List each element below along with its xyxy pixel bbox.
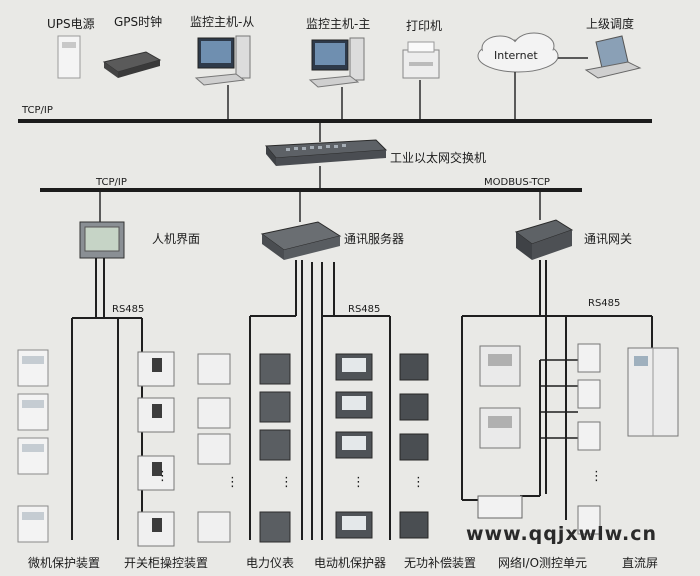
ethernet-switch-icon: [264, 139, 388, 166]
label-dispatch: 上级调度: [586, 17, 635, 31]
label-comm-gateway: 通讯网关: [584, 232, 633, 246]
power-meter-devices: [197, 353, 291, 543]
watermark-text: www.qqjxwlw.cn: [466, 523, 658, 545]
switchgear-devices: [137, 351, 175, 547]
network-io-unit-icon: [477, 495, 523, 519]
label-motor-protector: 电动机保护器: [314, 556, 387, 570]
label-rs485-left: RS485: [112, 304, 145, 315]
label-tcpip-top: TCP/IP: [22, 105, 53, 116]
laptop-icon: [584, 35, 642, 79]
breaker-devices: [479, 345, 521, 449]
label-power-meter: 电力仪表: [246, 556, 295, 570]
rs485-wiring: [71, 258, 653, 540]
gps-clock-icon: [102, 51, 162, 78]
label-monitor-master: 监控主机-主: [306, 17, 371, 31]
label-ethernet-switch: 工业以太网交换机: [390, 151, 487, 165]
label-network-io-unit: 网络I/O测控单元: [498, 556, 588, 570]
label-ups: UPS电源: [47, 17, 95, 31]
dc-screen-cabinet-icon: [627, 347, 679, 437]
label-var-compensator: 无功补偿装置: [404, 556, 477, 570]
internet-cloud-icon: [477, 32, 559, 73]
label-monitor-slave: 监控主机-从: [190, 15, 255, 29]
dots-meter-left: ⋮: [226, 475, 239, 490]
label-hmi: 人机界面: [152, 232, 201, 246]
var-compensator-devices: [399, 353, 429, 539]
monitor-master-icon: [308, 37, 365, 88]
label-comm-server: 通讯服务器: [344, 232, 405, 246]
ups-icon: [57, 35, 81, 79]
label-rs485-mid: RS485: [348, 304, 381, 315]
label-switchgear: 开关柜操控装置: [124, 556, 209, 570]
label-modbus-tcp: MODBUS-TCP: [484, 177, 550, 188]
label-rs485-right: RS485: [588, 298, 621, 309]
printer-icon: [402, 41, 440, 79]
comm-server-icon: [260, 221, 342, 260]
micro-protection-devices: [17, 349, 49, 543]
top-connectors: [227, 57, 588, 120]
dots-motor: ⋮: [352, 475, 365, 490]
label-gps: GPS时钟: [114, 15, 163, 29]
dots-var: ⋮: [412, 475, 425, 490]
dots-io: ⋮: [590, 469, 603, 484]
tcpip-bus-mid: [40, 188, 582, 192]
dots-switchgear: ⋮: [156, 469, 169, 484]
tcpip-bus-top: [18, 119, 652, 123]
label-tcpip-mid: TCP/IP: [96, 177, 127, 188]
motor-protector-devices: [335, 353, 373, 539]
hmi-panel-icon: [79, 221, 125, 259]
label-printer: 打印机: [406, 19, 443, 33]
label-micro-protection: 微机保护装置: [28, 556, 101, 570]
dots-meter-right: ⋮: [280, 475, 293, 490]
monitor-slave-icon: [194, 35, 251, 86]
comm-gateway-icon: [514, 219, 574, 260]
label-internet: Internet: [494, 49, 538, 62]
label-dc-screen: 直流屏: [622, 556, 659, 570]
io-terminal-devices: [577, 343, 601, 535]
